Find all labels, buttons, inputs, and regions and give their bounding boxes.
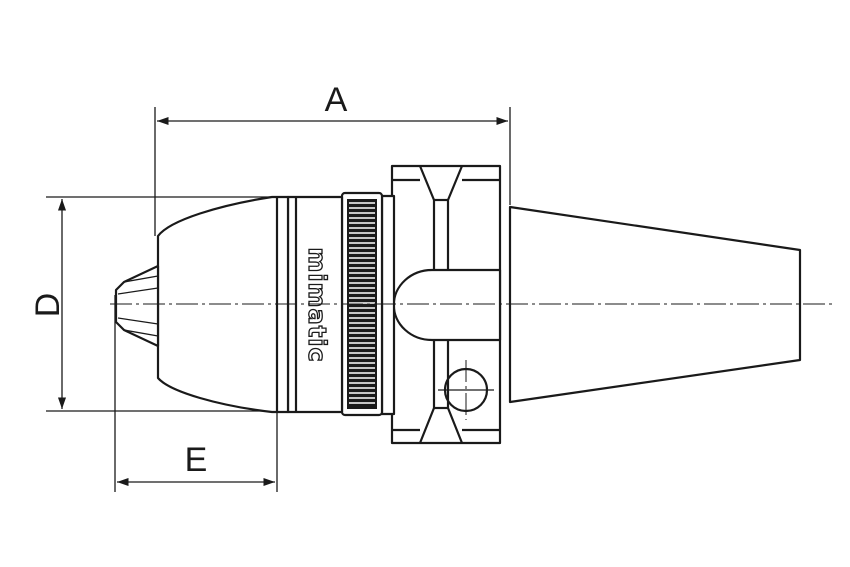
chuck-jaws	[114, 264, 160, 348]
dimension-label-e: E	[185, 441, 208, 479]
brand-label: mimatic	[303, 247, 331, 362]
dimension-d: D	[29, 196, 278, 412]
neck	[380, 194, 396, 416]
jaws-body	[114, 264, 160, 348]
knurl-grooves	[349, 202, 375, 404]
jaw-line-2	[117, 287, 159, 295]
jaw-line-1	[123, 275, 159, 283]
dimension-label-a: A	[325, 81, 348, 119]
dimension-label-d: D	[29, 293, 67, 318]
jaw-line-4	[123, 329, 159, 337]
jaw-line-3	[117, 317, 159, 325]
dimension-a: A	[154, 81, 511, 236]
drive-slot	[392, 268, 502, 342]
